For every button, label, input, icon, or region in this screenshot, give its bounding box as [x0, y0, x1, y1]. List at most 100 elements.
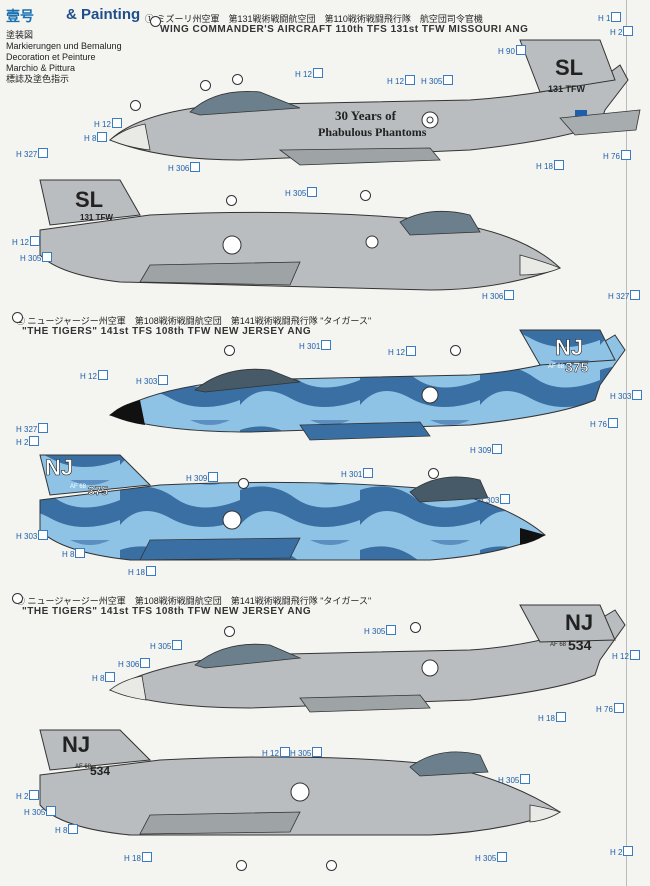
- color-callout: H 303: [610, 390, 643, 401]
- section1-caption-jp: ① ミズーリ州空軍 第131戦術戦闘航空団 第110戦術戦闘飛行隊 航空団司令官…: [145, 14, 483, 24]
- color-callout: H 18: [536, 160, 564, 171]
- color-callout: H 301: [299, 340, 332, 351]
- color-callout: H 76: [596, 703, 624, 714]
- section3-caption-en: "THE TIGERS" 141st TFS 108th TFW NEW JER…: [22, 606, 312, 617]
- tail-code: NJ: [62, 732, 90, 757]
- color-callout: H 305: [20, 252, 53, 263]
- color-callout: H 2: [610, 26, 634, 37]
- color-callout: H 12: [295, 68, 323, 79]
- color-callout: H 12: [387, 75, 415, 86]
- color-callout: H 8: [92, 672, 116, 683]
- color-callout: H 303: [136, 375, 169, 386]
- color-callout: H 301: [341, 468, 374, 479]
- tail-small-text: AF 68: [550, 642, 567, 648]
- tail-small-text: AF 68: [548, 364, 565, 370]
- tail-code: NJ: [45, 455, 73, 480]
- nose-art-text: Phabulous Phantoms: [318, 125, 427, 139]
- nose-art-text: 30 Years of: [335, 108, 397, 123]
- color-callout: H 12: [80, 370, 108, 381]
- part-number-marker: [12, 312, 23, 323]
- color-callout: H 76: [603, 150, 631, 161]
- color-callout: H 309: [186, 472, 219, 483]
- aircraft-1-right-profile: [39, 179, 562, 291]
- color-callout: H 2: [16, 790, 40, 801]
- tail-code: SL: [75, 187, 103, 212]
- aircraft-3-right-profile: [39, 729, 562, 836]
- page-title: & Painting: [66, 6, 141, 23]
- color-callout: H 305: [364, 625, 397, 636]
- color-callout: H 12: [12, 236, 40, 247]
- color-callout: H 306: [118, 658, 151, 669]
- section1-caption-en: WING COMMANDER'S AIRCRAFT 110th TFS 131s…: [160, 24, 529, 35]
- color-callout: H 8: [55, 824, 79, 835]
- color-callout: H 305: [475, 852, 508, 863]
- tail-text: 131 TFW: [548, 84, 586, 94]
- part-number-marker: [232, 74, 243, 85]
- color-callout: H 327: [16, 423, 49, 434]
- color-callout: H 306: [482, 290, 515, 301]
- subtitle-line: 標誌及塗色指示: [6, 74, 70, 84]
- color-callout: H 2: [16, 436, 40, 447]
- aircraft-2-left-profile: [108, 329, 626, 441]
- part-number-marker: [12, 593, 23, 604]
- part-number-marker: [238, 478, 249, 489]
- tail-text: 131 TFW: [80, 213, 113, 222]
- aircraft-2-right-profile: [39, 454, 546, 561]
- part-number-marker: [150, 16, 161, 27]
- color-callout: H 303: [16, 530, 49, 541]
- color-callout: H 305: [285, 187, 318, 198]
- part-number-marker: [428, 468, 439, 479]
- tail-code: SL: [555, 55, 583, 80]
- section3-caption-jp: ③ ニュージャージー州空軍 第108戦術戦闘航空団 第141戦術戦闘飛行隊 "タ…: [16, 596, 372, 606]
- tail-code: NJ: [555, 335, 583, 360]
- part-number-marker: [224, 626, 235, 637]
- tail-serial: 534: [90, 764, 110, 778]
- subtitle-line: Marchio & Pittura: [6, 63, 76, 73]
- part-number-marker: [236, 860, 247, 871]
- brand-logo: 壹号: [6, 8, 34, 24]
- section2-caption-en: "THE TIGERS" 141st TFS 108th TFW NEW JER…: [22, 326, 312, 337]
- color-callout: H 305: [24, 806, 57, 817]
- subtitle-line: Markierungen und Bemalung: [6, 41, 122, 51]
- tail-serial: 375: [88, 484, 108, 498]
- part-number-marker: [200, 80, 211, 91]
- color-callout: H 327: [16, 148, 49, 159]
- color-callout: H 12: [94, 118, 122, 129]
- subtitle-line: Decoration et Peinture: [6, 52, 96, 62]
- tail-small-text: AF 68: [75, 764, 92, 770]
- part-number-marker: [326, 860, 337, 871]
- section2-caption-jp: ② ニュージャージー州空軍 第108戦術戦闘航空団 第141戦術戦闘飛行隊 "タ…: [16, 316, 372, 326]
- color-callout: H 18: [128, 566, 156, 577]
- part-number-marker: [130, 100, 141, 111]
- color-callout: H 305: [421, 75, 454, 86]
- color-callout: H 305: [290, 747, 323, 758]
- color-callout: H 305: [150, 640, 183, 651]
- part-number-marker: [450, 345, 461, 356]
- subtitle-line: 塗装図: [6, 30, 34, 40]
- color-callout: H 8: [84, 132, 108, 143]
- color-callout: H 18: [124, 852, 152, 863]
- aircraft-3-left-profile: [108, 604, 626, 713]
- aircraft-1-left-profile: [109, 39, 641, 166]
- tail-code: NJ: [565, 610, 593, 635]
- part-number-marker: [226, 195, 237, 206]
- color-callout: H 305: [498, 774, 531, 785]
- part-number-marker: [360, 190, 371, 201]
- color-callout: H 1: [598, 12, 622, 23]
- page-edge-strip: [626, 0, 650, 886]
- color-callout: H 2: [610, 846, 634, 857]
- tail-serial: 534: [568, 637, 592, 653]
- color-callout: H 90: [498, 45, 526, 56]
- part-number-marker: [410, 622, 421, 633]
- color-callout: H 12: [262, 747, 290, 758]
- tail-serial: 375: [565, 359, 589, 375]
- part-number-marker: [224, 345, 235, 356]
- tail-small-text: AF 68: [70, 484, 87, 490]
- color-callout: H 12: [612, 650, 640, 661]
- color-callout: H 327: [608, 290, 641, 301]
- color-callout: H 303: [478, 494, 511, 505]
- color-callout: H 12: [388, 346, 416, 357]
- color-callout: H 309: [470, 444, 503, 455]
- color-callout: H 306: [168, 162, 201, 173]
